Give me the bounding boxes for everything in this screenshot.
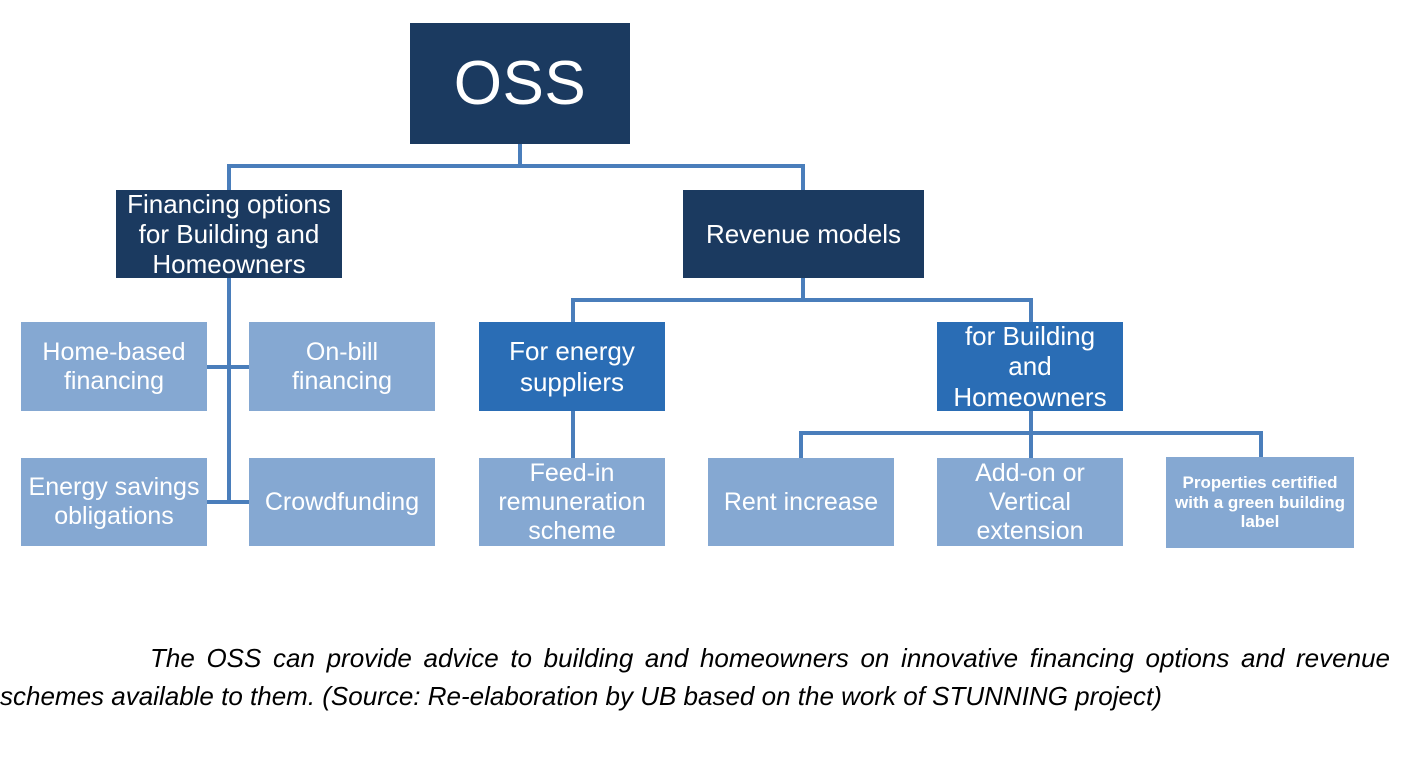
node-home-based-financing[interactable]: Home-based financing [21,322,207,411]
connector-drop-building-homeowners [1029,298,1033,322]
connector-stub-energy-savings [207,500,229,504]
connector-drop-energy-suppliers [571,298,575,322]
node-oss[interactable]: OSS [410,23,630,144]
connector-revenue-stem [801,278,805,302]
connector-drop-properties-certified [1259,431,1263,458]
connector-drop-financing [227,164,231,190]
connector-drop-add-on [1029,431,1033,458]
node-rent-increase[interactable]: Rent increase [708,458,894,546]
node-on-bill-financing[interactable]: On-bill financing [249,322,435,411]
connector-stub-on-bill [227,365,249,369]
diagram-caption: The OSS can provide advice to building a… [0,643,1390,711]
connector-stub-home-based [207,365,229,369]
node-feed-in-remuneration-scheme[interactable]: Feed-in remuneration scheme [479,458,665,546]
node-revenue-models[interactable]: Revenue models [683,190,924,278]
connector-revenue-bus [571,298,1033,302]
node-energy-savings-obligations[interactable]: Energy savings obligations [21,458,207,546]
connector-bh-stem [1029,411,1033,433]
connector-oss-stem [518,144,522,168]
connector-energy-suppliers-to-feedin [571,411,575,458]
node-add-on-or-vertical-extension[interactable]: Add-on or Vertical extension [937,458,1123,546]
node-properties-certified-green-label[interactable]: Properties certified with a green buildi… [1166,457,1354,548]
node-for-energy-suppliers[interactable]: For energy suppliers [479,322,665,411]
connector-drop-revenue [801,164,805,190]
connector-stub-crowdfunding [227,500,249,504]
connector-oss-bus [227,164,805,168]
node-crowdfunding[interactable]: Crowdfunding [249,458,435,546]
node-financing-options[interactable]: Financing options for Building and Homeo… [116,189,342,279]
node-for-building-and-homeowners[interactable]: for Building and Homeowners [937,321,1123,412]
connector-financing-trunk [227,278,231,504]
connector-drop-rent-increase [799,431,803,458]
